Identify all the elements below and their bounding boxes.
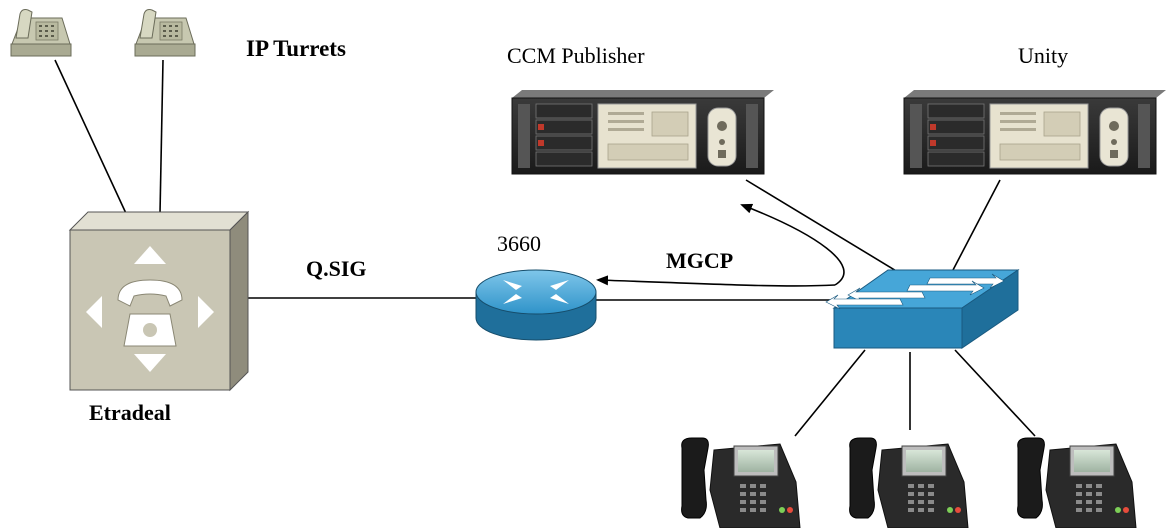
rack-server-icon bbox=[903, 90, 1166, 175]
turret2-link bbox=[159, 59, 164, 214]
switch-icon bbox=[825, 269, 1020, 349]
desk-phone-icon bbox=[10, 9, 72, 57]
mgcp-arrows bbox=[596, 203, 845, 287]
rack-server-icon bbox=[511, 90, 774, 175]
etradeal-label: Etradeal bbox=[89, 400, 171, 425]
ccm-switch-link bbox=[745, 179, 899, 273]
unity-switch-link bbox=[952, 179, 1001, 271]
pbx-phone-box-icon bbox=[68, 210, 250, 392]
switch-phone1-link bbox=[794, 349, 866, 437]
turret1-link bbox=[54, 59, 131, 223]
ip-phone-icon bbox=[681, 437, 801, 528]
ip-turrets-label: IP Turrets bbox=[246, 36, 346, 61]
mgcp-curve-arrow bbox=[740, 203, 845, 286]
qsig-label: Q.SIG bbox=[306, 256, 367, 281]
connection-lines bbox=[54, 59, 1036, 437]
router-icon bbox=[475, 269, 597, 341]
ip-phone-icon bbox=[1017, 437, 1137, 528]
router-model-label: 3660 bbox=[497, 231, 541, 256]
ccm-publisher-label: CCM Publisher bbox=[507, 43, 645, 68]
mgcp-label: MGCP bbox=[666, 248, 734, 273]
switch-phone3-link bbox=[954, 349, 1036, 437]
mgcp-router-arrow bbox=[596, 275, 836, 287]
ip-phone-icon bbox=[849, 437, 969, 528]
unity-label: Unity bbox=[1018, 43, 1069, 68]
desk-phone-icon bbox=[134, 9, 196, 57]
